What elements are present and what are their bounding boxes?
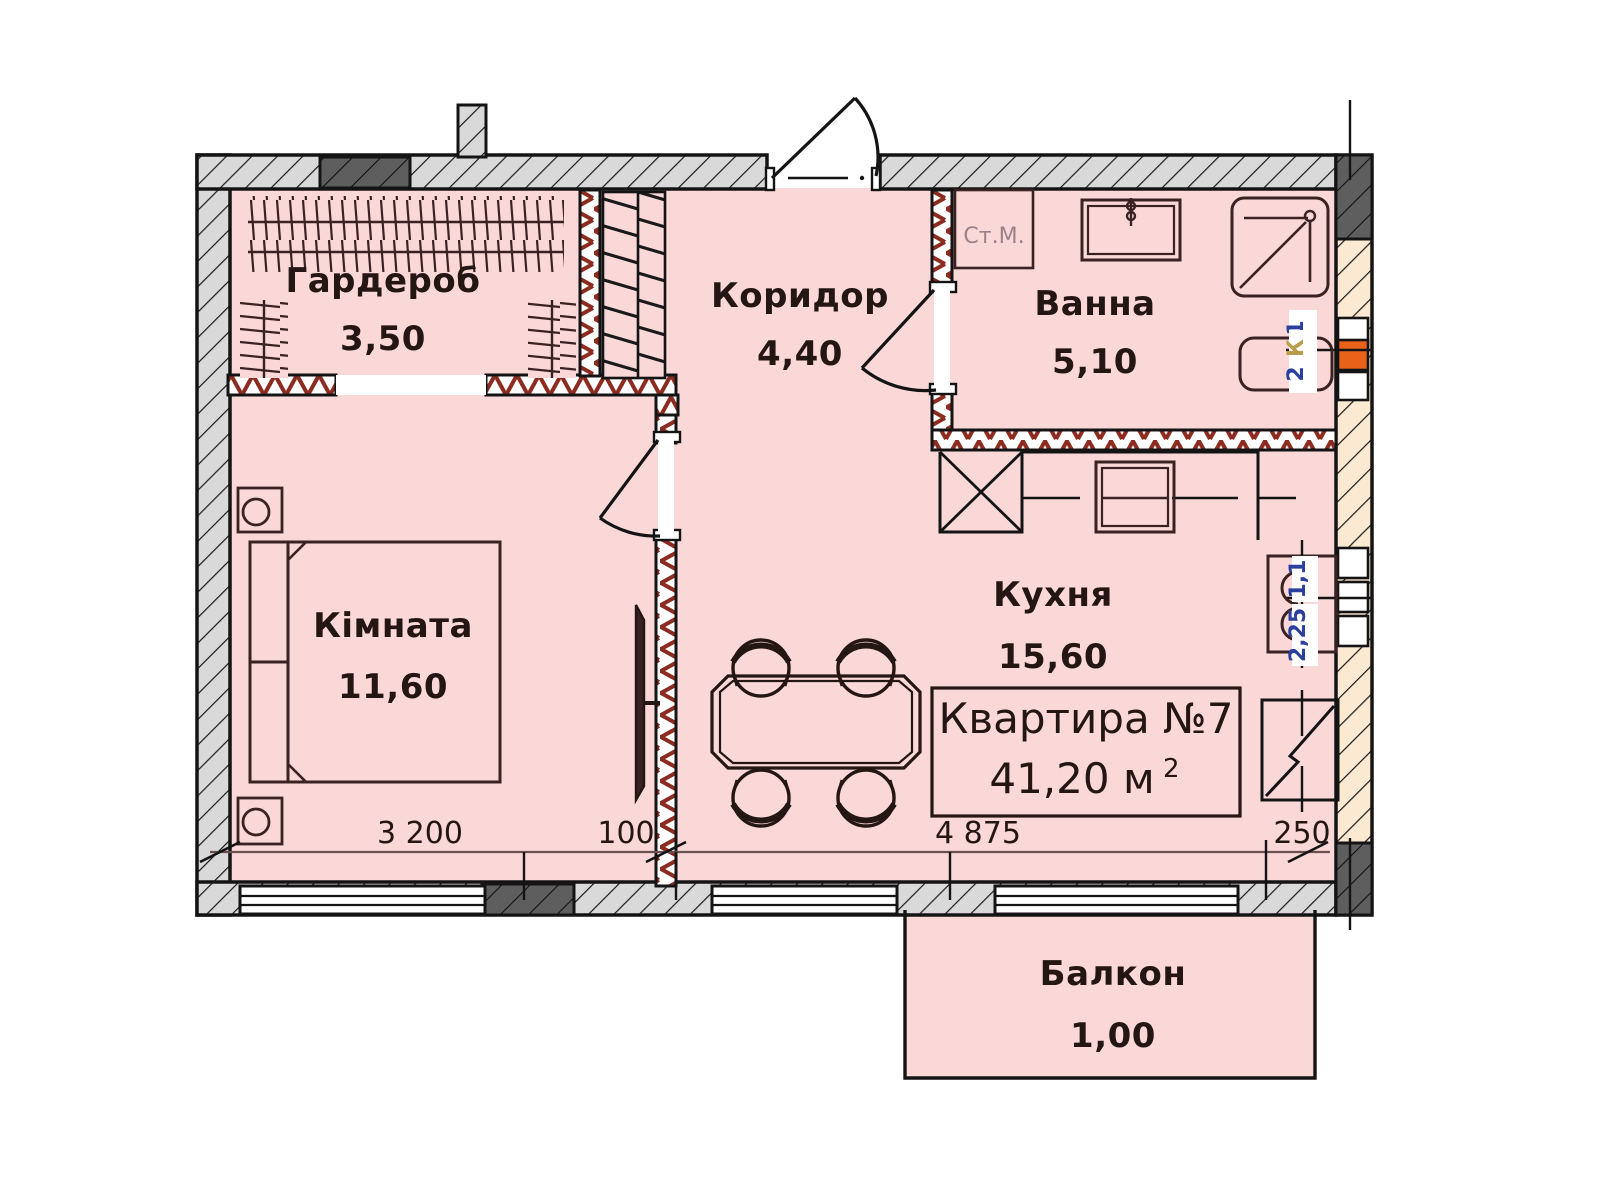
dining-chairs xyxy=(730,638,897,828)
unit-marker-orange xyxy=(1336,338,1370,372)
entrance-door xyxy=(764,96,882,192)
room-area-wardrobe: 3,50 xyxy=(340,319,426,359)
dim-window-upper: 1,1 xyxy=(1286,560,1311,599)
balcony-outline xyxy=(903,910,1317,1080)
dimension-lines xyxy=(199,840,1330,900)
room-area-corridor: 4,40 xyxy=(757,334,843,374)
apartment-area-superscript: 2 xyxy=(1163,754,1180,784)
unit-code-part-2: 2 xyxy=(1284,366,1309,381)
room-name-wardrobe: Гардероб xyxy=(286,261,481,301)
room-name-kitchen: Кухня xyxy=(993,575,1113,615)
apartment-number: Квартира №7 xyxy=(939,694,1234,743)
dim-kitchen-width: 4 875 xyxy=(935,816,1021,851)
interior-partitions xyxy=(226,188,1338,888)
unit-code-part-k: К xyxy=(1284,339,1309,357)
room-name-bedroom: Кімната xyxy=(313,606,473,646)
washing-machine-label: Ст.М. xyxy=(963,224,1024,249)
right-vertical-dimensions: 1,1 2,25 xyxy=(1286,556,1318,666)
room-name-bathroom: Ванна xyxy=(1034,284,1155,324)
bathroom-fixtures xyxy=(953,188,1334,392)
room-area-bathroom: 5,10 xyxy=(1052,342,1138,382)
apartment-title-box: Квартира №7 41,20 м 2 xyxy=(930,686,1242,818)
doors xyxy=(336,96,958,542)
bedroom-furniture xyxy=(236,486,660,846)
room-area-balcony: 1,00 xyxy=(1070,1016,1156,1056)
dim-partition: 100 xyxy=(597,816,654,851)
room-name-corridor: Коридор xyxy=(711,276,889,316)
bottom-windows xyxy=(238,884,1240,916)
apartment-area: 41,20 м xyxy=(989,754,1154,803)
room-area-bedroom: 11,60 xyxy=(338,667,448,707)
room-name-balcony: Балкон xyxy=(1040,954,1187,994)
dim-bedroom-width: 3 200 xyxy=(377,816,463,851)
bathroom-door xyxy=(860,280,958,396)
unit-code-label: 1 К 2 xyxy=(1284,310,1317,393)
room-area-kitchen: 15,60 xyxy=(998,637,1108,677)
bedroom-door xyxy=(598,430,682,542)
dim-window-lower: 2,25 xyxy=(1286,608,1311,662)
wardrobe-fixtures xyxy=(240,190,667,380)
dim-right-wall: 250 xyxy=(1273,816,1330,851)
room-floor-fills xyxy=(228,188,1336,1078)
